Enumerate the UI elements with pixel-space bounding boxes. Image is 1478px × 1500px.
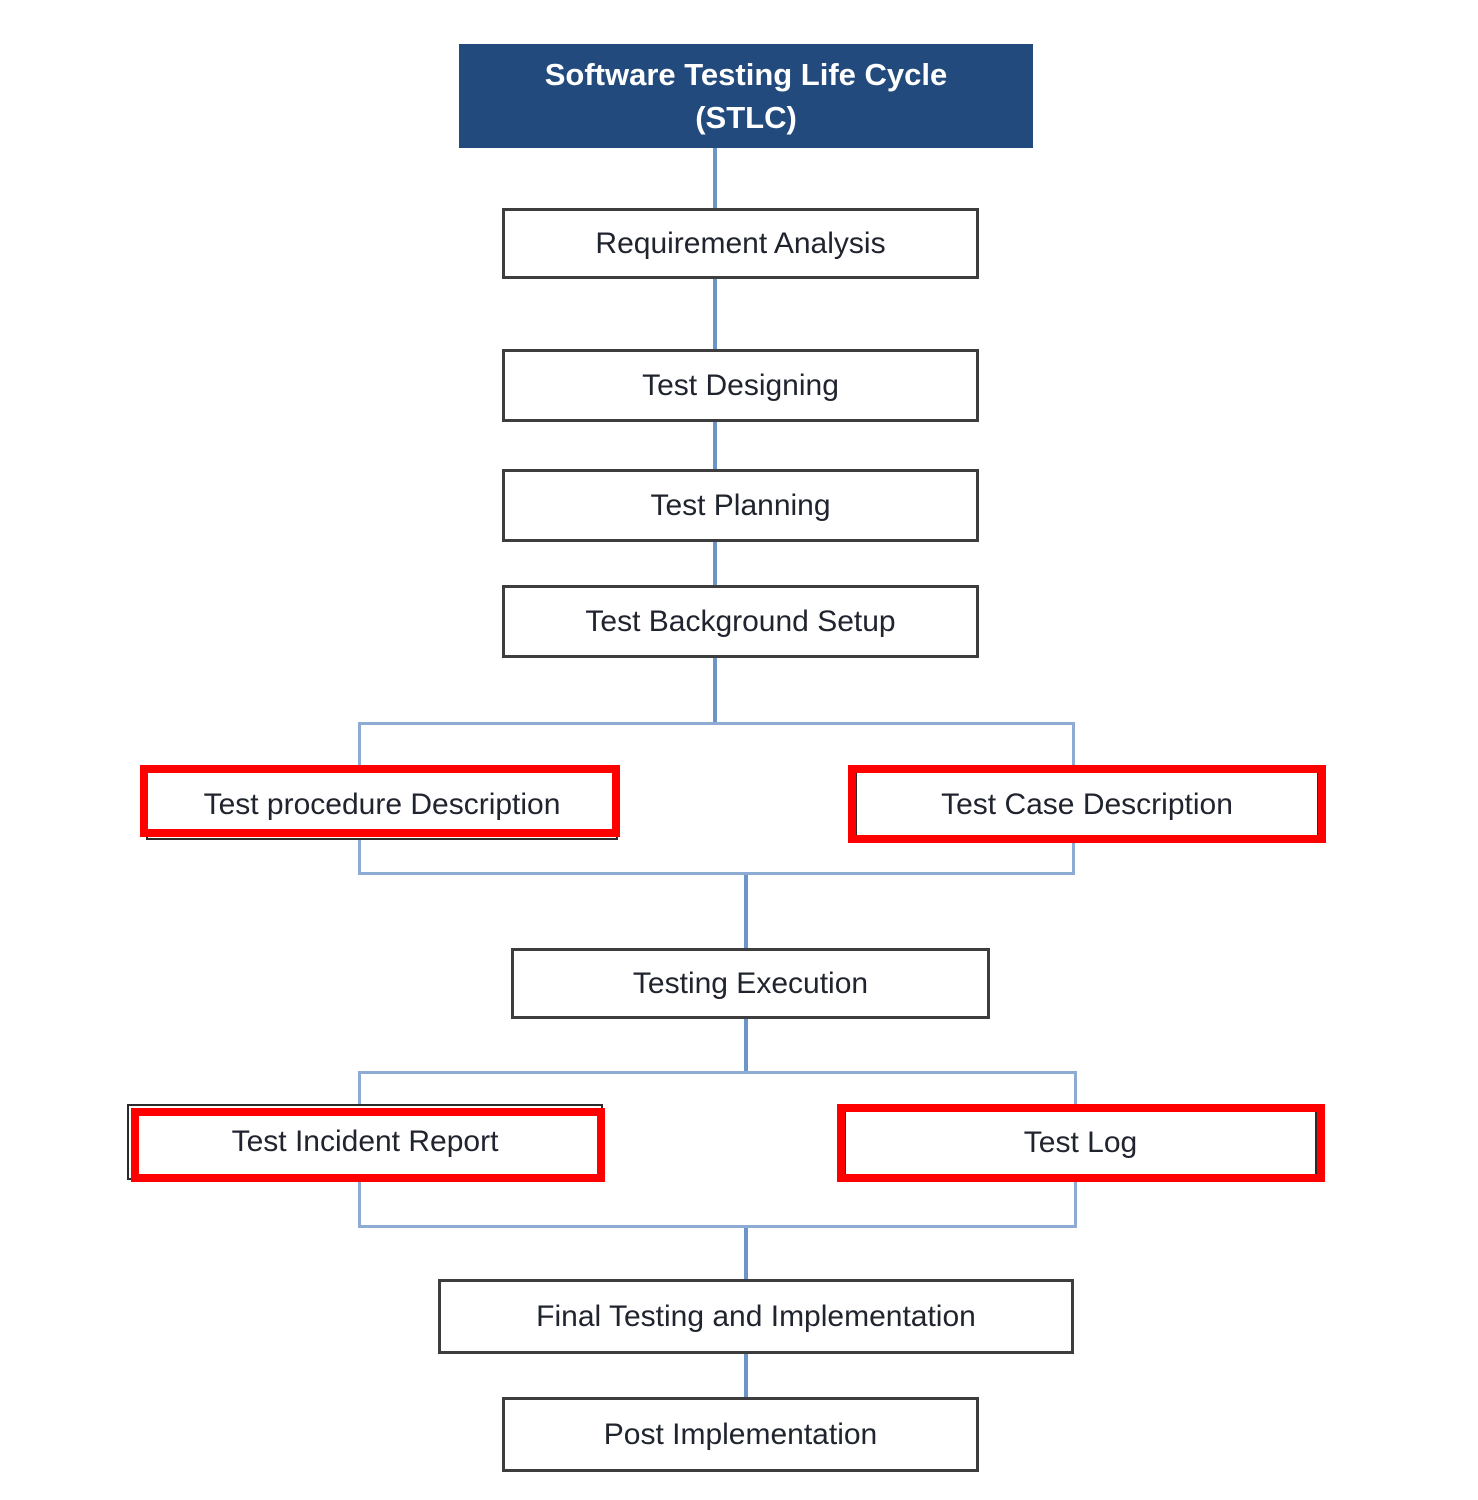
node-label: Test procedure Description	[203, 788, 561, 821]
node-label: Test Case Description	[941, 787, 1233, 821]
connector-bracket2-to-final-testing	[744, 1228, 748, 1280]
node-test-case-description: Test Case Description	[855, 771, 1319, 838]
bracket1-bottom-rail	[358, 872, 1075, 875]
connector-header-to-requirement-analysis	[713, 148, 717, 209]
node-post-implementation: Post Implementation	[502, 1397, 979, 1472]
node-testing-execution: Testing Execution	[511, 948, 990, 1019]
connector-planning-to-background-setup	[713, 541, 717, 586]
node-label: Test Log	[1023, 1126, 1138, 1159]
node-requirement-analysis: Requirement Analysis	[502, 208, 979, 279]
node-test-log: Test Log	[844, 1110, 1317, 1176]
bracket2-bottom-rail	[358, 1225, 1077, 1228]
bracket2-top-rail	[358, 1071, 1077, 1074]
node-test-background-setup: Test Background Setup	[502, 585, 979, 658]
node-label: Test Designing	[642, 368, 839, 402]
connector-designing-to-planning	[713, 421, 717, 470]
connector-testing-execution-to-bracket2	[744, 1018, 748, 1072]
diagram-title: Software Testing Life Cycle (STLC)	[459, 44, 1033, 148]
node-label: Requirement Analysis	[595, 226, 886, 260]
connector-bracket1-to-testing-execution	[744, 875, 748, 948]
connector-requirement-to-designing	[713, 278, 717, 350]
node-test-planning: Test Planning	[502, 469, 979, 542]
node-label: Test Incident Report	[231, 1125, 499, 1158]
node-label: Test Background Setup	[585, 604, 896, 638]
node-test-designing: Test Designing	[502, 349, 979, 422]
node-final-testing-implementation: Final Testing and Implementation	[438, 1279, 1074, 1354]
node-label: Test Planning	[650, 488, 831, 522]
node-test-incident-report: Test Incident Report	[127, 1104, 603, 1180]
connector-final-testing-to-post	[744, 1353, 748, 1398]
diagram-title-line1: Software Testing Life Cycle	[544, 56, 948, 92]
node-test-procedure-description: Test procedure Description	[146, 770, 618, 840]
node-label: Testing Execution	[632, 966, 869, 1000]
diagram-title-line2: (STLC)	[695, 100, 797, 135]
connector-background-setup-to-bracket1	[713, 657, 717, 723]
bracket1-top-rail	[358, 722, 1075, 725]
node-label: Post Implementation	[603, 1417, 878, 1451]
node-label: Final Testing and Implementation	[536, 1299, 976, 1333]
